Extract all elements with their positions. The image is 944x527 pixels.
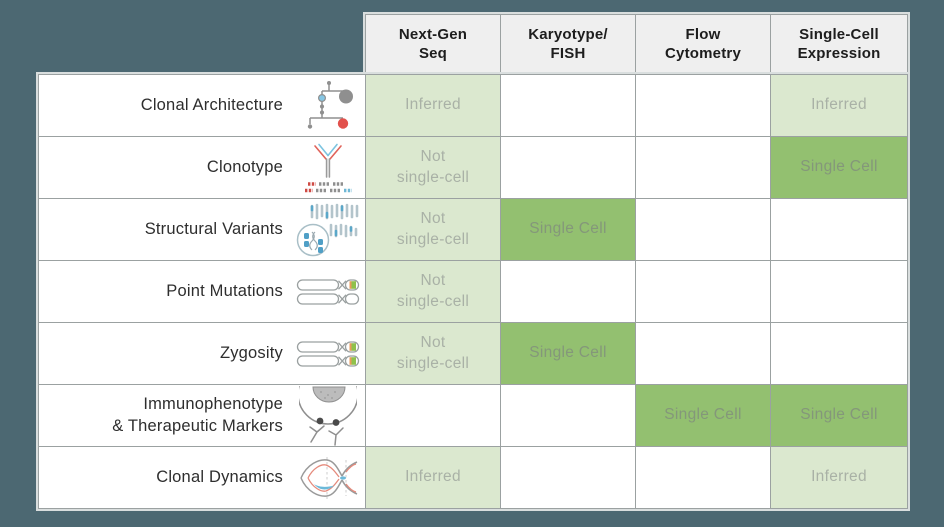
matrix-cell: Single Cell [501,199,635,260]
matrix-cell [636,199,770,260]
row-label: Clonotype [206,157,283,176]
matrix-cell [501,385,635,446]
chromosome-double-band-icon [295,325,361,383]
matrix-cell: Not single-cell [366,199,500,260]
row-label-clonal-architecture: Clonal Architecture [39,75,365,136]
matrix-cell [636,261,770,322]
cell-surface-antibody-icon [295,385,361,446]
matrix-cell [636,323,770,384]
row-label: Structural Variants [144,219,283,238]
matrix-cell: Inferred [771,75,907,136]
matrix-cell: Not single-cell [366,137,500,198]
column-header-next-gen-seq: Next-Gen Seq [366,15,500,73]
clonotype-antibody-icon [295,139,361,197]
matrix-cell [501,261,635,322]
row-label-structural-variants: Structural Variants [39,199,365,260]
column-header-karyotype-fish: Karyotype/ FISH [501,15,635,73]
matrix-cell [771,199,907,260]
matrix-cell [501,75,635,136]
matrix-cell: Single Cell [771,385,907,446]
chromosome-single-band-icon [295,263,361,321]
matrix-cell [366,385,500,446]
karyotype-magnifier-icon [295,201,361,259]
row-label-clonal-dynamics: Clonal Dynamics [39,447,365,508]
row-label-point-mutations: Point Mutations [39,261,365,322]
matrix-cell: Not single-cell [366,261,500,322]
fish-plot-icon [295,449,361,507]
row-label: Clonal Dynamics [156,467,283,486]
column-header-row: Next-Gen Seq Karyotype/ FISH Flow Cytome… [365,14,908,74]
matrix-cell: Not single-cell [366,323,500,384]
matrix-cell [636,447,770,508]
row-label: Zygosity [219,343,283,362]
row-label-clonotype: Clonotype [39,137,365,198]
matrix-cell [501,137,635,198]
matrix-body: Clonal Architecture Inferred [38,74,908,509]
row-label: Clonal Architecture [140,95,283,114]
matrix-cell: Single Cell [636,385,770,446]
matrix-cell: Inferred [771,447,907,508]
matrix-cell [771,323,907,384]
clonal-architecture-icon [295,77,361,135]
matrix-cell [501,447,635,508]
row-label-zygosity: Zygosity [39,323,365,384]
matrix-cell: Single Cell [771,137,907,198]
matrix-cell: Inferred [366,75,500,136]
row-label-immunophenotype: Immunophenotype & Therapeutic Markers [39,385,365,446]
matrix-cell: Inferred [366,447,500,508]
matrix-cell [771,261,907,322]
column-header-flow-cytometry: Flow Cytometry [636,15,770,73]
matrix-cell [636,137,770,198]
matrix-cell: Single Cell [501,323,635,384]
row-label: Immunophenotype & Therapeutic Markers [112,395,283,435]
column-header-single-cell-expression: Single-Cell Expression [771,15,907,73]
row-label: Point Mutations [166,281,283,300]
matrix-cell [636,75,770,136]
